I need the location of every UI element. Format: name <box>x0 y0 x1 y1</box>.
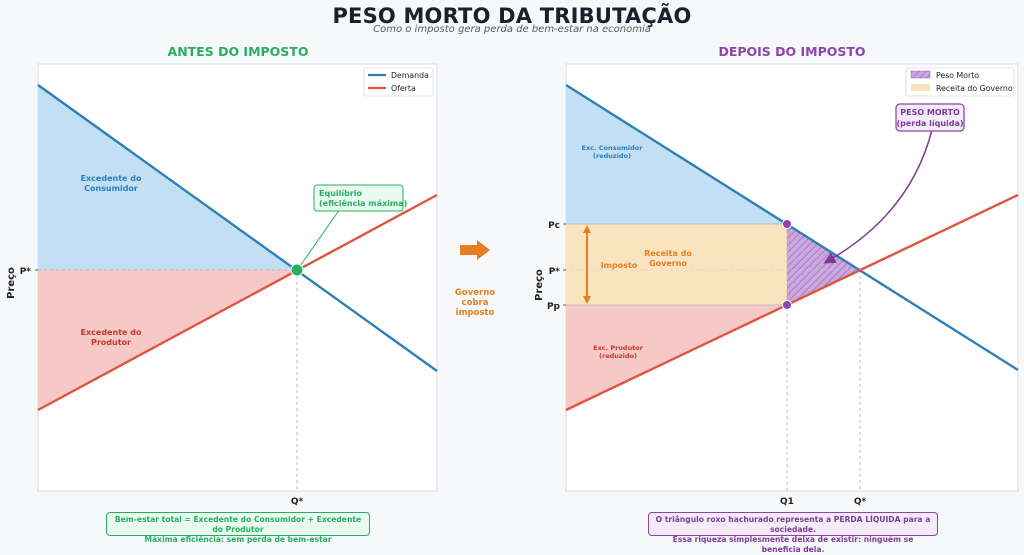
middle-label-2: cobra <box>462 298 489 308</box>
reduced-producer-label-2: (reduzido) <box>599 352 637 360</box>
deadweight-loss-area <box>787 224 860 305</box>
deadweight-label-1: PESO MORTO <box>900 108 960 117</box>
right-legend: Peso Morto Receita do Governo <box>905 67 1015 97</box>
y-axis-label: Preço <box>6 267 17 299</box>
left-note-line-1: Bem-estar total = Excedente do Consumido… <box>114 515 362 534</box>
demand-line-after <box>565 83 1019 372</box>
middle-label-3: imposto <box>456 308 495 318</box>
middle-label-1: Governo <box>455 288 495 298</box>
deadweight-pointer-arrow <box>823 129 933 264</box>
left-legend: Demanda Oferta <box>363 67 434 97</box>
left-panel-title: ANTES DO IMPOSTO <box>167 44 309 59</box>
demand-line <box>37 84 438 372</box>
supply-line <box>37 193 438 412</box>
right-chart: PESO MORTO (perda líquida) Exc. Consumid… <box>534 63 1019 507</box>
y-axis-label-after: Preço <box>534 269 545 301</box>
y-tick-pstar: P* <box>20 267 32 277</box>
x-tick-qstar-after: Q* <box>854 497 867 507</box>
government-revenue-area <box>566 224 787 305</box>
charts-canvas: Equilíbrio (eficiência máxima) Excedente… <box>6 63 1019 507</box>
y-tick-pstar-after: P* <box>549 267 561 277</box>
y-tick-pc: Pc <box>548 221 560 231</box>
equilibrium-point <box>290 263 304 277</box>
right-note: O triângulo roxo hachurado representa a … <box>648 512 938 554</box>
producer-price-point <box>782 300 792 310</box>
right-note-line-2: Essa riqueza simplesmente deixa de exist… <box>672 535 914 554</box>
page-title: PESO MORTO DA TRIBUTAÇÃO <box>332 4 692 28</box>
supply-line-after <box>565 193 1019 412</box>
producer-label-2: Produtor <box>91 338 131 347</box>
consumer-label-1: Excedente do <box>81 174 142 183</box>
reduced-consumer-label-1: Exc. Consumidor <box>582 144 644 152</box>
x-tick-q1: Q1 <box>780 497 794 507</box>
legend-supply: Oferta <box>391 84 416 93</box>
equilibrium-label-2: (eficiência máxima) <box>319 198 407 208</box>
right-panel-title: DEPOIS DO IMPOSTO <box>718 44 866 59</box>
legend-revenue: Receita do Governo <box>936 84 1013 93</box>
left-note: Bem-estar total = Excedente do Consumido… <box>106 512 370 544</box>
left-chart: Equilíbrio (eficiência máxima) Excedente… <box>6 63 438 507</box>
page-subtitle: Como o imposto gera perda de bem-estar n… <box>373 24 651 35</box>
right-note-line-1: O triângulo roxo hachurado representa a … <box>655 515 931 534</box>
y-tick-pp: Pp <box>547 302 561 312</box>
legend-demand: Demanda <box>391 71 429 80</box>
reduced-producer-label-1: Exc. Produtor <box>593 344 644 352</box>
arrow-right-icon <box>460 240 490 260</box>
equilibrium-label-1: Equilíbrio <box>319 189 363 198</box>
revenue-label-1: Receita do <box>644 249 692 258</box>
legend-deadweight: Peso Morto <box>936 71 979 80</box>
x-tick-qstar: Q* <box>291 497 304 507</box>
deadweight-label-2: (perda líquida) <box>896 119 963 128</box>
consumer-label-2: Consumidor <box>84 184 138 193</box>
consumer-price-point <box>782 219 792 229</box>
tax-label: Imposto <box>601 261 638 270</box>
revenue-label-2: Governo <box>649 259 687 268</box>
reduced-consumer-label-2: (reduzido) <box>593 152 631 160</box>
transition-arrow: Governo cobra imposto <box>455 240 495 318</box>
producer-label-1: Excedente do <box>81 328 142 337</box>
